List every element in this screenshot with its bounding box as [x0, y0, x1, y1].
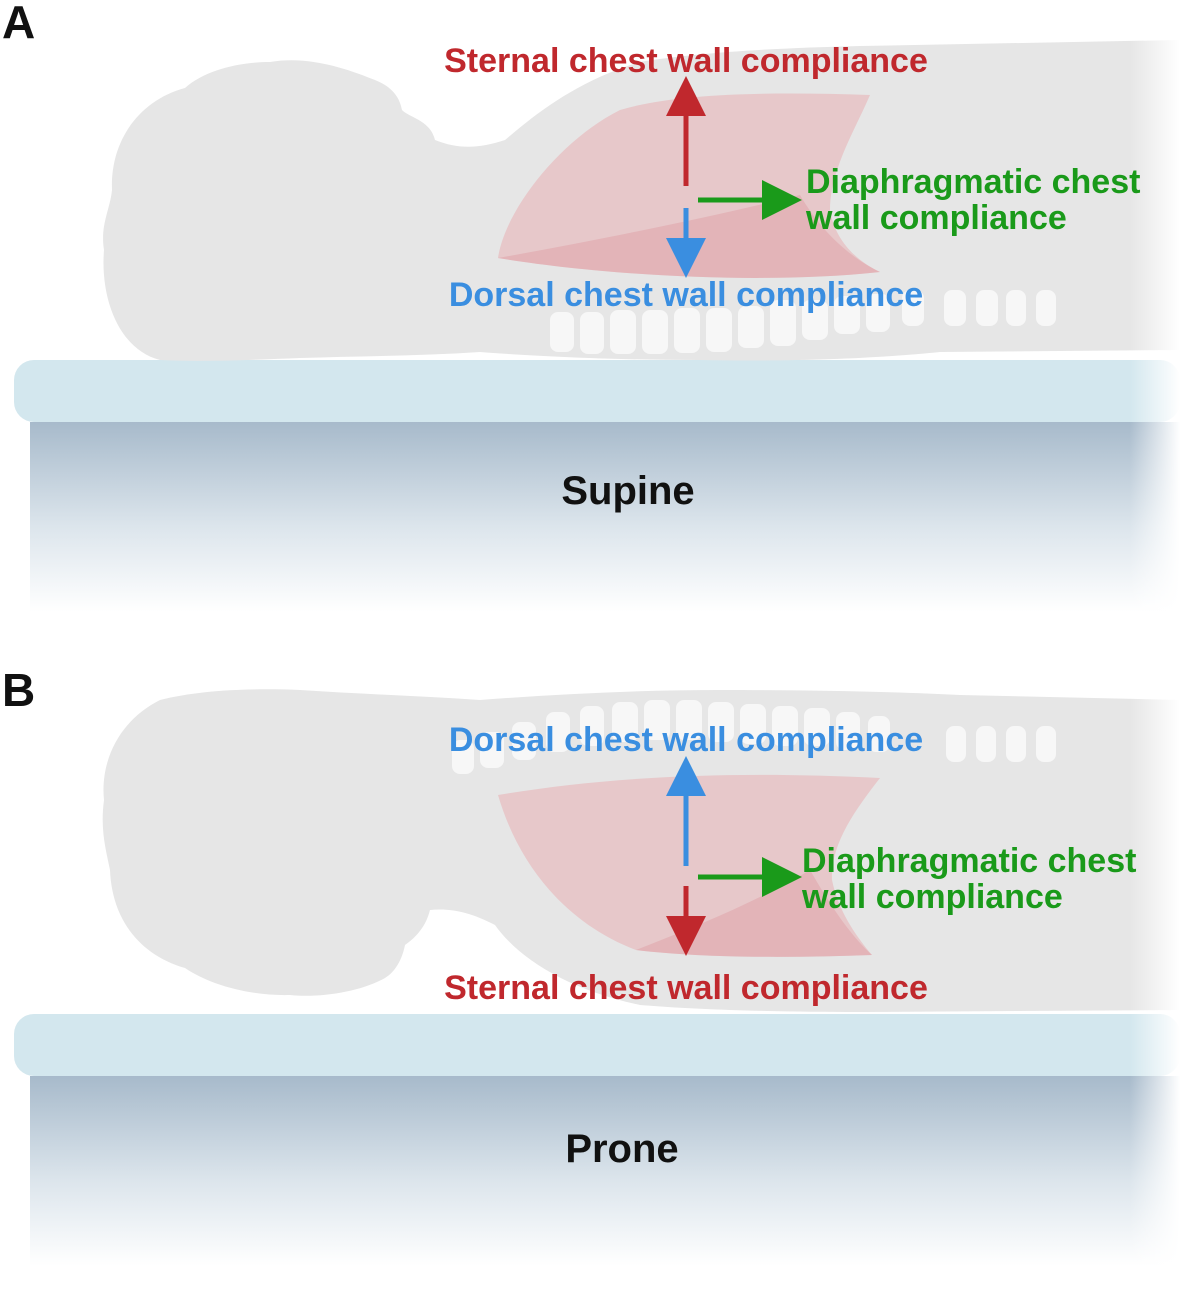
lung: [498, 93, 880, 278]
mattress: [14, 1014, 1180, 1076]
panel-b: B Dorsal chest wall compliance Sternal c…: [2, 664, 1180, 1280]
diaphragmatic-label-line1: Diaphragmatic chest: [802, 842, 1136, 880]
diaphragmatic-label-line2: wall compliance: [801, 878, 1063, 916]
panel-a: A Sternal chest wall compliance Dorsal c…: [2, 0, 1180, 630]
fade-overlay: [900, 30, 1180, 630]
mattress: [14, 360, 1180, 422]
diaphragmatic-label-line2: wall compliance: [805, 199, 1067, 237]
dorsal-label: Dorsal chest wall compliance: [449, 721, 923, 759]
panel-letter-a: A: [2, 0, 35, 48]
fade-overlay: [900, 680, 1180, 1280]
dorsal-label: Dorsal chest wall compliance: [449, 276, 923, 314]
diaphragmatic-label-line1: Diaphragmatic chest: [806, 163, 1140, 201]
position-label: Supine: [561, 469, 694, 513]
lung: [498, 774, 880, 957]
sternal-label: Sternal chest wall compliance: [444, 969, 928, 1007]
panel-letter-b: B: [2, 664, 35, 716]
position-label: Prone: [565, 1127, 678, 1171]
sternal-label: Sternal chest wall compliance: [444, 42, 928, 80]
